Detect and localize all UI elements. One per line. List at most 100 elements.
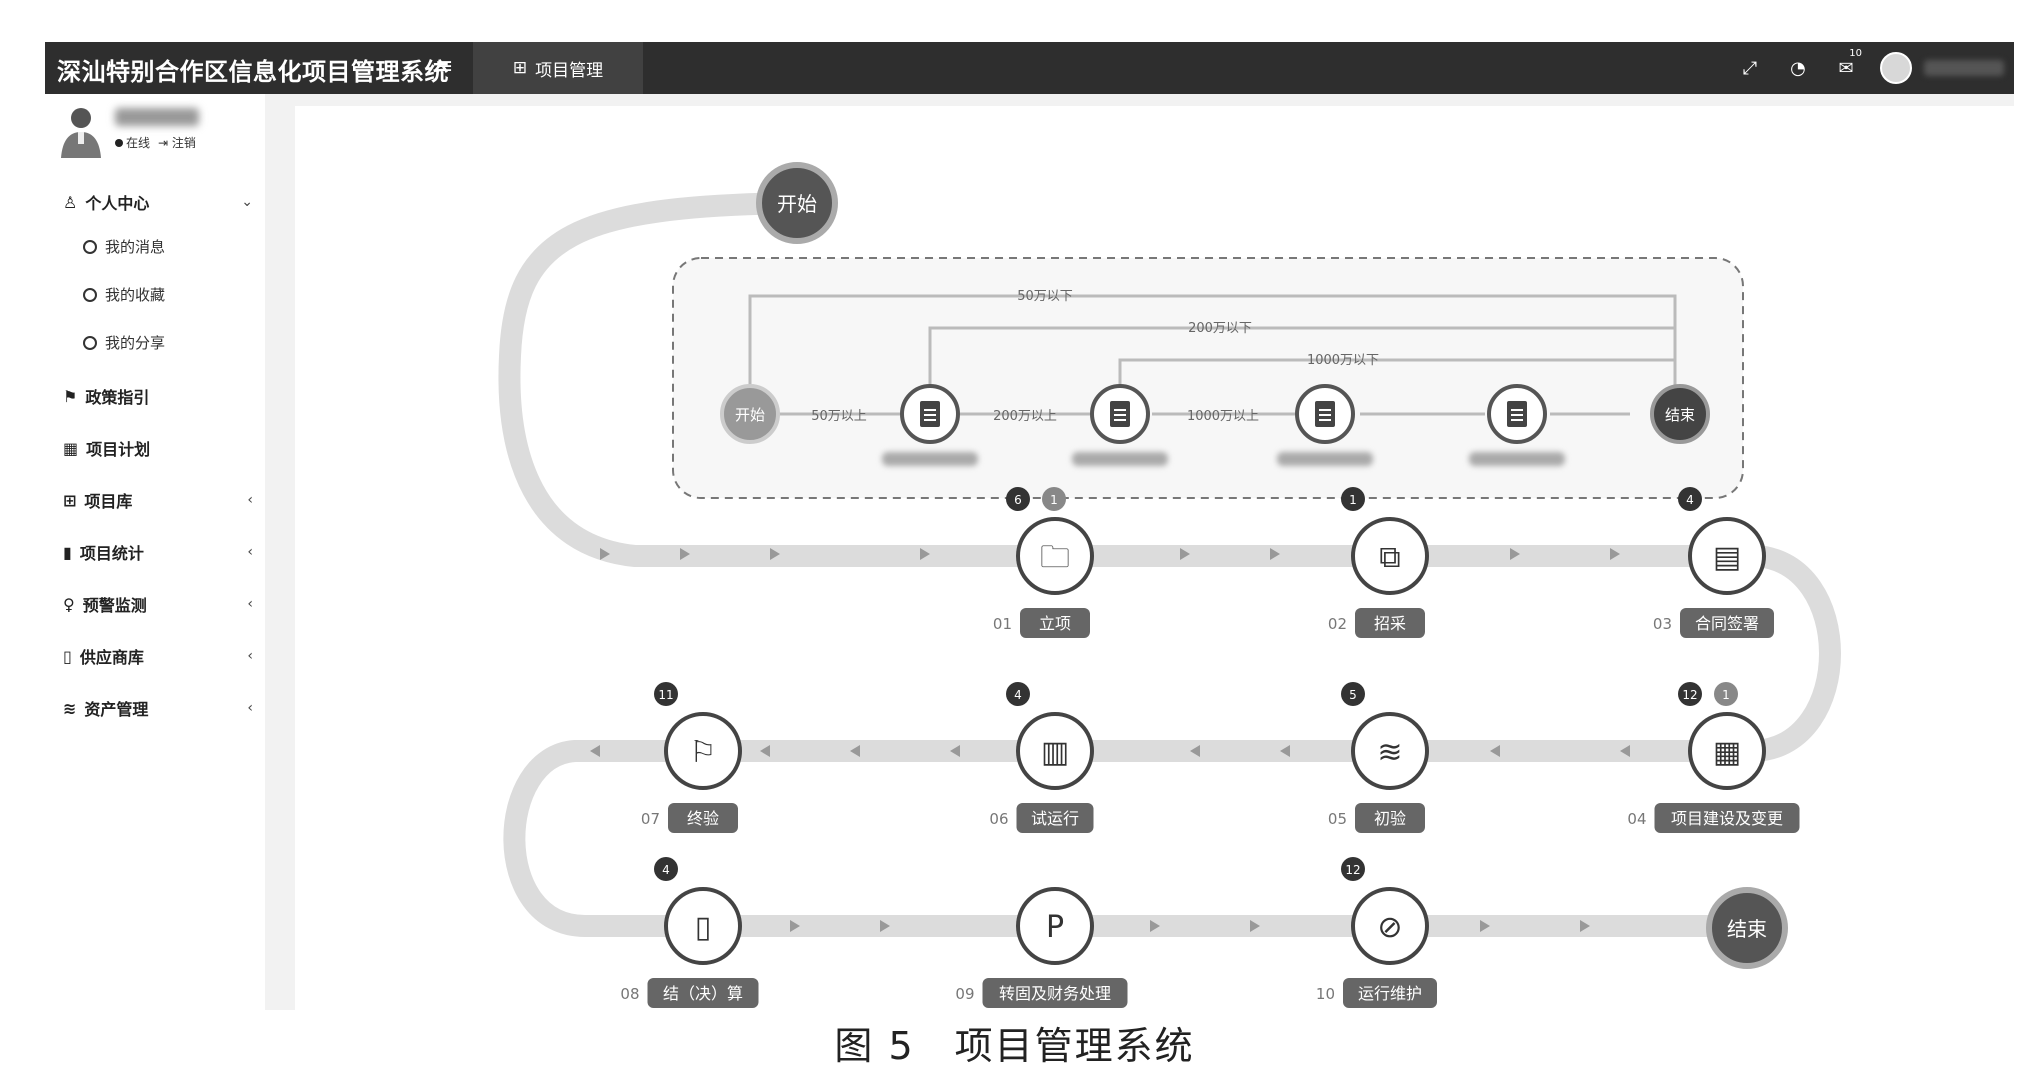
dashboard-icon[interactable]: ◔ xyxy=(1790,57,1806,79)
procurement-node-caption-blurred xyxy=(1277,452,1373,466)
sidebar-user-name-blurred xyxy=(115,108,199,126)
bar-chart-icon: ▮ xyxy=(63,542,72,562)
calendar-icon: ▦ xyxy=(63,438,79,458)
track-arrow-icon xyxy=(1250,920,1260,932)
sidebar-item-label: 我的收藏 xyxy=(105,286,166,304)
procurement-node-4[interactable] xyxy=(1469,384,1565,466)
count-badge-label: 4 xyxy=(1014,688,1022,702)
count-badge xyxy=(1341,857,1365,881)
logout-link[interactable]: ⇥ 注销 xyxy=(158,136,196,150)
procurement-step-label: 1000万以上 xyxy=(1187,409,1259,424)
chevron-down-icon: ⌄ xyxy=(241,194,253,210)
bulb-icon: ♀ xyxy=(63,594,75,614)
flow-step-circle xyxy=(1688,517,1766,595)
mail-icon[interactable]: ✉10 xyxy=(1838,48,1864,79)
flow-step-number: 04 xyxy=(1627,810,1646,828)
sidebar-item-project-plan[interactable]: ▦ 项目计划 xyxy=(63,436,253,460)
sidebar-item-supplier-library[interactable]: ▯ 供应商库 ‹ xyxy=(63,644,253,668)
track-arrow-icon xyxy=(880,920,890,932)
flow-step-number: 10 xyxy=(1316,985,1335,1003)
track-arrow-icon xyxy=(1190,745,1200,757)
track-arrow-icon xyxy=(1490,745,1500,757)
sidebar-item-project-library[interactable]: ⊞ 项目库 ‹ xyxy=(63,488,253,512)
flow-step-number: 05 xyxy=(1328,810,1347,828)
flow-step-label: 运行维护 xyxy=(1358,984,1422,1003)
sidebar-item-policy[interactable]: ⚑ 政策指引 xyxy=(63,384,253,408)
procurement-node-caption-blurred xyxy=(882,452,978,466)
procurement-node-circle xyxy=(720,384,780,444)
flow-step-label-bg xyxy=(1355,608,1425,638)
track-arrow-icon xyxy=(1180,548,1190,560)
flow-end-node[interactable]: 结束 xyxy=(1706,887,1788,969)
flow-step-label-bg xyxy=(1020,608,1090,638)
fullscreen-icon[interactable]: ⤢ xyxy=(1742,57,1758,79)
procurement-bypass-label: 1000万以下 xyxy=(1307,353,1379,368)
flow-step-number: 07 xyxy=(641,810,660,828)
avatar[interactable] xyxy=(1880,52,1912,84)
sidebar-item-my-favorites[interactable]: 我的收藏 xyxy=(83,284,165,305)
user-name-blurred[interactable] xyxy=(1924,60,2004,76)
flow-step-label-bg xyxy=(1343,978,1437,1008)
flow-end-node-label: 结束 xyxy=(1727,917,1767,941)
flow-start-node[interactable]: 开始 xyxy=(756,162,838,244)
count-badge xyxy=(1006,487,1030,511)
count-badge-label: 1 xyxy=(1349,493,1357,507)
count-badge xyxy=(1341,682,1365,706)
count-badge-label: 1 xyxy=(1050,493,1058,507)
track-arrow-icon xyxy=(1150,920,1160,932)
flow-step-number: 02 xyxy=(1328,615,1347,633)
track-arrow-icon xyxy=(850,745,860,757)
sidebar-item-label: 政策指引 xyxy=(85,388,150,407)
procurement-step-label: 50万以上 xyxy=(811,409,867,424)
track-arrow-icon xyxy=(1610,548,1620,560)
flow-step-label: 初验 xyxy=(1374,809,1406,828)
track-arrow-icon xyxy=(680,548,690,560)
flow-step-label: 合同签署 xyxy=(1695,614,1759,633)
track-arrow-icon xyxy=(1270,548,1280,560)
sidebar-item-my-shares[interactable]: 我的分享 xyxy=(83,332,165,353)
sidebar-item-project-stats[interactable]: ▮ 项目统计 ‹ xyxy=(63,540,253,564)
flow-step-circle xyxy=(664,712,742,790)
flow-step-circle xyxy=(1351,517,1429,595)
sidebar-item-label: 预警监测 xyxy=(82,596,147,615)
sidebar-item-asset-management[interactable]: ≋ 资产管理 ‹ xyxy=(63,696,253,720)
sidebar-item-my-messages[interactable]: 我的消息 xyxy=(83,236,165,257)
sidebar-item-label: 项目库 xyxy=(84,492,133,511)
flow-step-number: 08 xyxy=(620,985,639,1003)
procurement-node-3[interactable] xyxy=(1277,384,1373,466)
tab-project-management[interactable]: ⊞ 项目管理 xyxy=(473,42,643,94)
flow-start-node-circle xyxy=(756,162,838,244)
book-icon: ▯ xyxy=(63,646,72,666)
flow-step-label-bg xyxy=(1016,803,1094,833)
procurement-node-1[interactable] xyxy=(882,384,978,466)
sidebar-item-personal-center[interactable]: ♙ 个人中心 ⌄ xyxy=(63,190,253,214)
procurement-node-5[interactable]: 结束 xyxy=(1650,384,1710,444)
procurement-step-label: 200万以上 xyxy=(993,409,1057,424)
user-avatar-icon xyxy=(61,108,101,158)
sidebar-item-label: 资产管理 xyxy=(84,700,149,719)
count-badge xyxy=(1678,487,1702,511)
flow-start-node-label: 开始 xyxy=(777,192,817,216)
count-badge-label: 6 xyxy=(1014,493,1022,507)
sidebar-item-alert-monitor[interactable]: ♀ 预警监测 ‹ xyxy=(63,592,253,616)
track-arrow-icon xyxy=(1620,745,1630,757)
flow-step-label-bg xyxy=(668,803,738,833)
procurement-node-2[interactable] xyxy=(1072,384,1168,466)
flow-step-label: 试运行 xyxy=(1031,809,1079,828)
menu-icon[interactable]: ≡ xyxy=(435,54,454,79)
procurement-node-0[interactable]: 开始 xyxy=(720,384,780,444)
count-badge xyxy=(1006,682,1030,706)
track-arrow-icon xyxy=(760,745,770,757)
